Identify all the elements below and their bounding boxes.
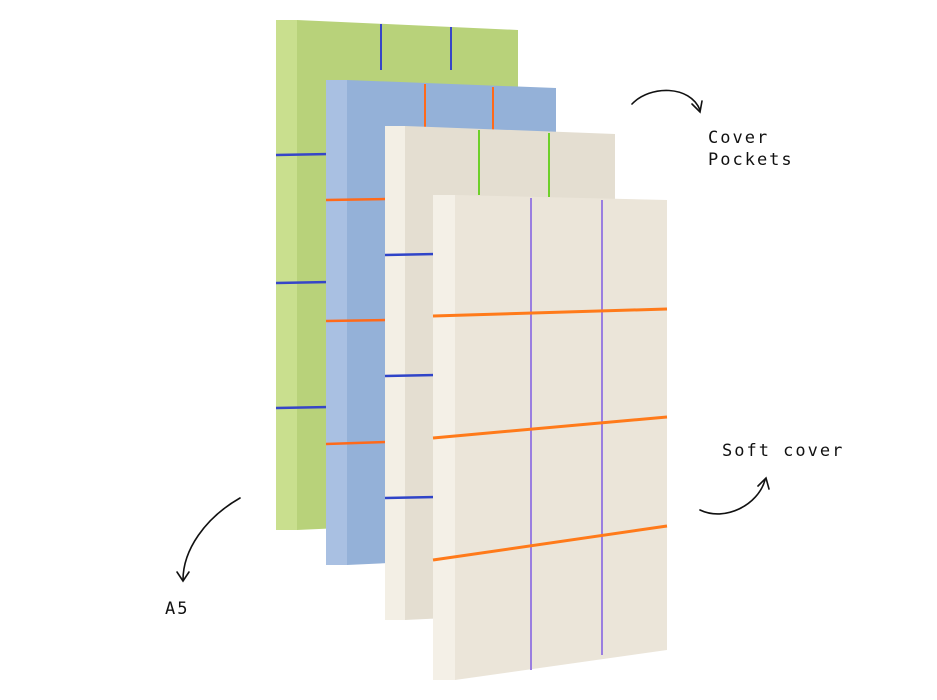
cover-pockets-annotation: Cover Pockets bbox=[708, 127, 794, 171]
front-soft-cover-notebook bbox=[432, 195, 668, 680]
cover-pockets-line-1: Cover bbox=[708, 128, 770, 148]
arrow-soft-cover bbox=[699, 476, 770, 515]
cover-pockets-line-2: Pockets bbox=[708, 150, 794, 170]
arrow-a5 bbox=[176, 497, 241, 583]
arrow-cover-pockets bbox=[631, 89, 703, 114]
soft-cover-annotation: Soft cover bbox=[722, 441, 845, 461]
a5-size-annotation: A5 bbox=[165, 599, 190, 619]
